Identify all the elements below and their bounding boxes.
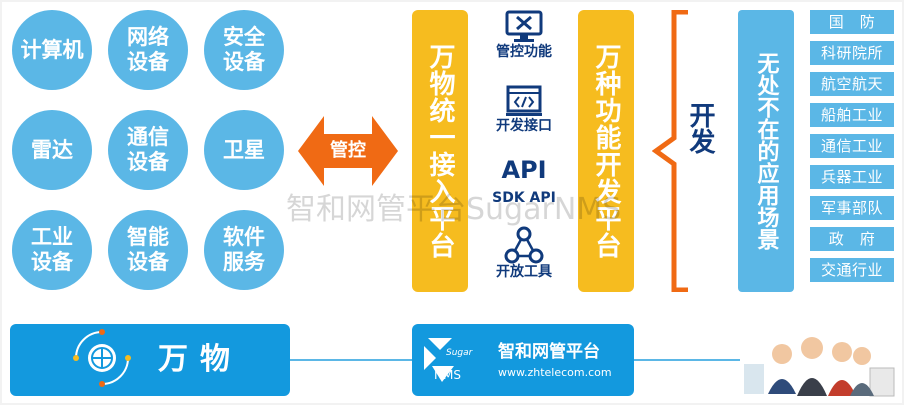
function-platform-label: 万种功能开发平台 [591, 43, 621, 259]
arrow-label: 管控 [330, 140, 366, 161]
unified-access-platform: 万物统一接入平台 [412, 10, 468, 292]
logo-sugar-text: Sugar [446, 348, 473, 358]
device-security: 安全 设备 [204, 10, 284, 90]
scenario-title-bar: 无处不在的应用场景 [738, 10, 794, 292]
feature-sdk-api: API SDK API [472, 156, 576, 206]
scenario-title: 无处不在的应用场景 [753, 52, 779, 250]
device-satellite: 卫星 [204, 110, 284, 190]
bracket-icon [652, 10, 688, 292]
nms-title: 智和网管平台 [498, 342, 600, 362]
feature-management-label: 管控功能 [496, 44, 552, 60]
scenario-item: 通信工业 [810, 134, 894, 158]
unified-platform-label: 万物统一接入平台 [425, 43, 455, 259]
wanwu-banner: 万物 [10, 324, 290, 396]
device-communication: 通信 设备 [108, 110, 188, 190]
device-smart: 智能 设备 [108, 210, 188, 290]
develop-label: 开发 [685, 102, 715, 154]
function-dev-platform: 万种功能开发平台 [578, 10, 634, 292]
network-nodes-icon [504, 226, 544, 264]
scenario-item: 科研院所 [810, 41, 894, 65]
scenario-item: 兵器工业 [810, 165, 894, 189]
logo-nms-text: NMS [434, 368, 461, 382]
code-window-icon [506, 85, 542, 116]
feature-sdk-api-label: SDK API [492, 190, 556, 206]
scenario-item: 军事部队 [810, 196, 894, 220]
scenario-item: 国 防 [810, 10, 894, 34]
monitor-tools-icon [505, 10, 543, 42]
scenario-list: 国 防 科研院所 航空航天 船舶工业 通信工业 兵器工业 军事部队 政 府 交通… [810, 10, 894, 289]
scenario-item: 航空航天 [810, 72, 894, 96]
device-network: 网络 设备 [108, 10, 188, 90]
double-arrow-icon [298, 116, 398, 186]
scenario-item: 船舶工业 [810, 103, 894, 127]
scenario-item: 政 府 [810, 227, 894, 251]
nms-url: www.zhtelecom.com [498, 366, 612, 379]
scenario-item: 交通行业 [810, 258, 894, 282]
sugarnms-logo-icon [424, 338, 454, 382]
iot-globe-icon [73, 329, 131, 387]
device-industrial: 工业 设备 [12, 210, 92, 290]
wanwu-label: 万物 [158, 342, 242, 377]
feature-dev-interface-label: 开发接口 [496, 118, 552, 134]
api-bubble-icon: API [501, 156, 547, 184]
sugarnms-banner: Sugar NMS 智和网管平台 www.zhtelecom.com [412, 324, 634, 396]
device-computer: 计算机 [12, 10, 92, 90]
feature-dev-interface: 开发接口 [472, 84, 576, 134]
business-people-icon [744, 337, 895, 397]
feature-management: 管控功能 [472, 10, 576, 60]
device-radar: 雷达 [12, 110, 92, 190]
feature-open-tools: 开放工具 [472, 226, 576, 280]
manage-double-arrow: 管控 [298, 114, 398, 188]
device-software: 软件 服务 [204, 210, 284, 290]
feature-open-tools-label: 开放工具 [496, 264, 552, 280]
watermark: 智和网管平台SugarNMS [286, 192, 622, 227]
